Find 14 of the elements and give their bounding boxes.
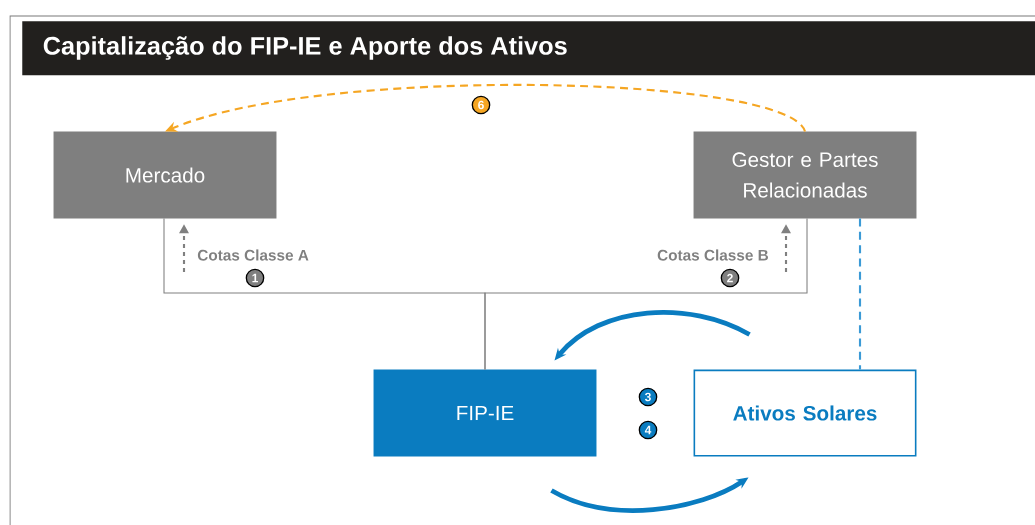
- process-box: Gestor e Partes Relacionadas: [693, 131, 917, 219]
- callout-number: 4: [638, 420, 658, 440]
- process-box: Mercado: [53, 131, 277, 219]
- process-box: Ativos Solares: [693, 369, 917, 457]
- connector-line: [484, 217, 808, 371]
- arrow-label: Cotas Classe A: [197, 249, 309, 261]
- callout-number: 1: [245, 268, 265, 288]
- process-box: FIP-IE: [373, 369, 597, 457]
- connector-line: [858, 218, 862, 370]
- callout-number: 3: [638, 387, 658, 407]
- title-bar: Capitalização do FIP-IE e Aporte dos Ativos: [22, 21, 1035, 76]
- callout-number: 6: [471, 95, 491, 115]
- callout-number: 2: [720, 268, 740, 288]
- arrow-label: Cotas Classe B: [657, 249, 768, 261]
